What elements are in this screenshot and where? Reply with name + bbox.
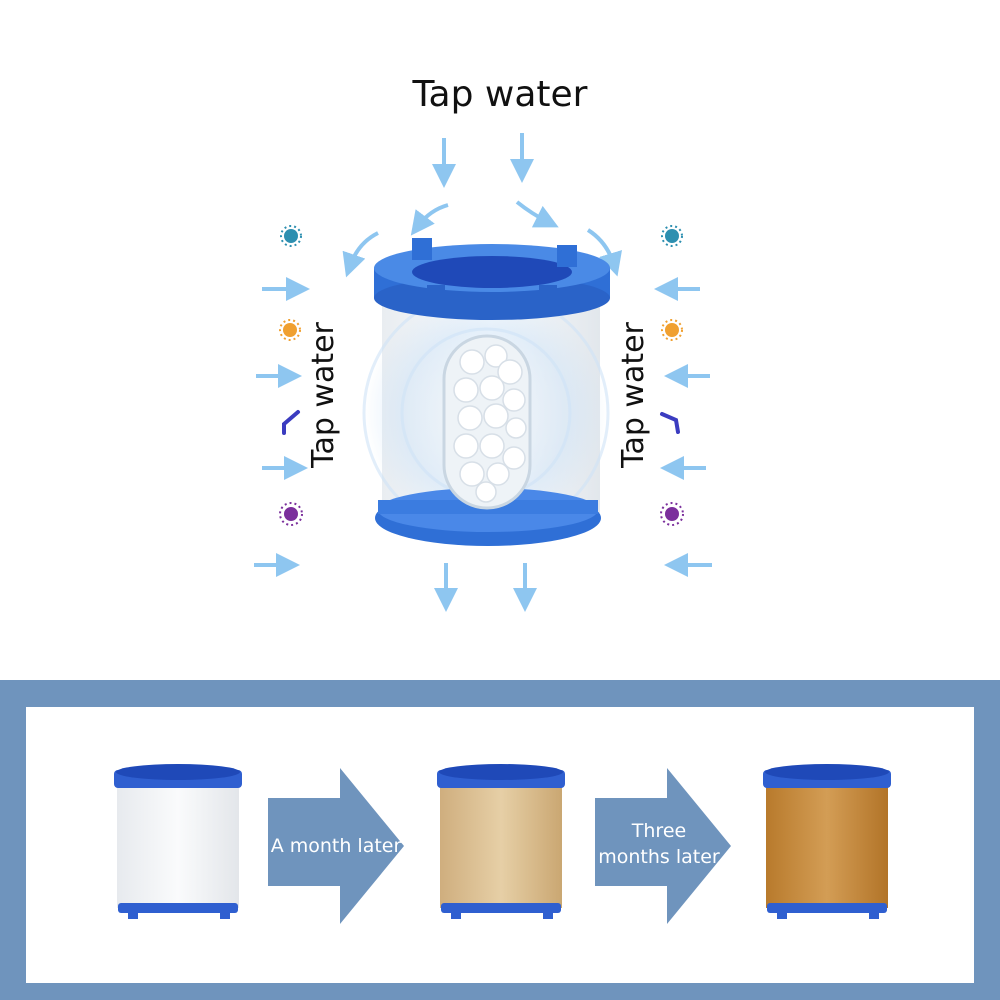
stage-arrow-2-label: Three months later (598, 820, 720, 868)
filter-three-months (763, 764, 891, 919)
bacteria-icon (280, 225, 302, 247)
filter-one-month (437, 764, 565, 919)
worm-icon (282, 410, 300, 435)
worm-icon (660, 412, 680, 434)
stage-arrow-1 (268, 768, 404, 924)
contaminant-icons-right (660, 225, 684, 526)
virus-icon (660, 502, 684, 526)
bacteria-icon (661, 319, 683, 341)
stage-arrow-1-label: A month later (270, 835, 402, 857)
filter-flow-diagram (254, 133, 712, 612)
inflow-arrows-right (654, 277, 712, 577)
top-tap-water-label: Tap water (412, 74, 588, 115)
inflow-arrows-left (254, 277, 310, 577)
filter-cartridge (362, 238, 610, 546)
left-tap-water-label: Tap water (306, 322, 341, 468)
stage-arrow-2 (595, 768, 731, 924)
outflow-arrows-bottom (434, 563, 537, 612)
contaminant-icons-left (279, 225, 303, 526)
usage-comparison-graphics (114, 764, 891, 924)
bacteria-icon (279, 319, 301, 341)
bacteria-icon (661, 225, 683, 247)
filter-clean (114, 764, 242, 919)
right-tap-water-label: Tap water (616, 322, 651, 468)
inflow-arrows-top (342, 133, 622, 278)
virus-icon (279, 502, 303, 526)
